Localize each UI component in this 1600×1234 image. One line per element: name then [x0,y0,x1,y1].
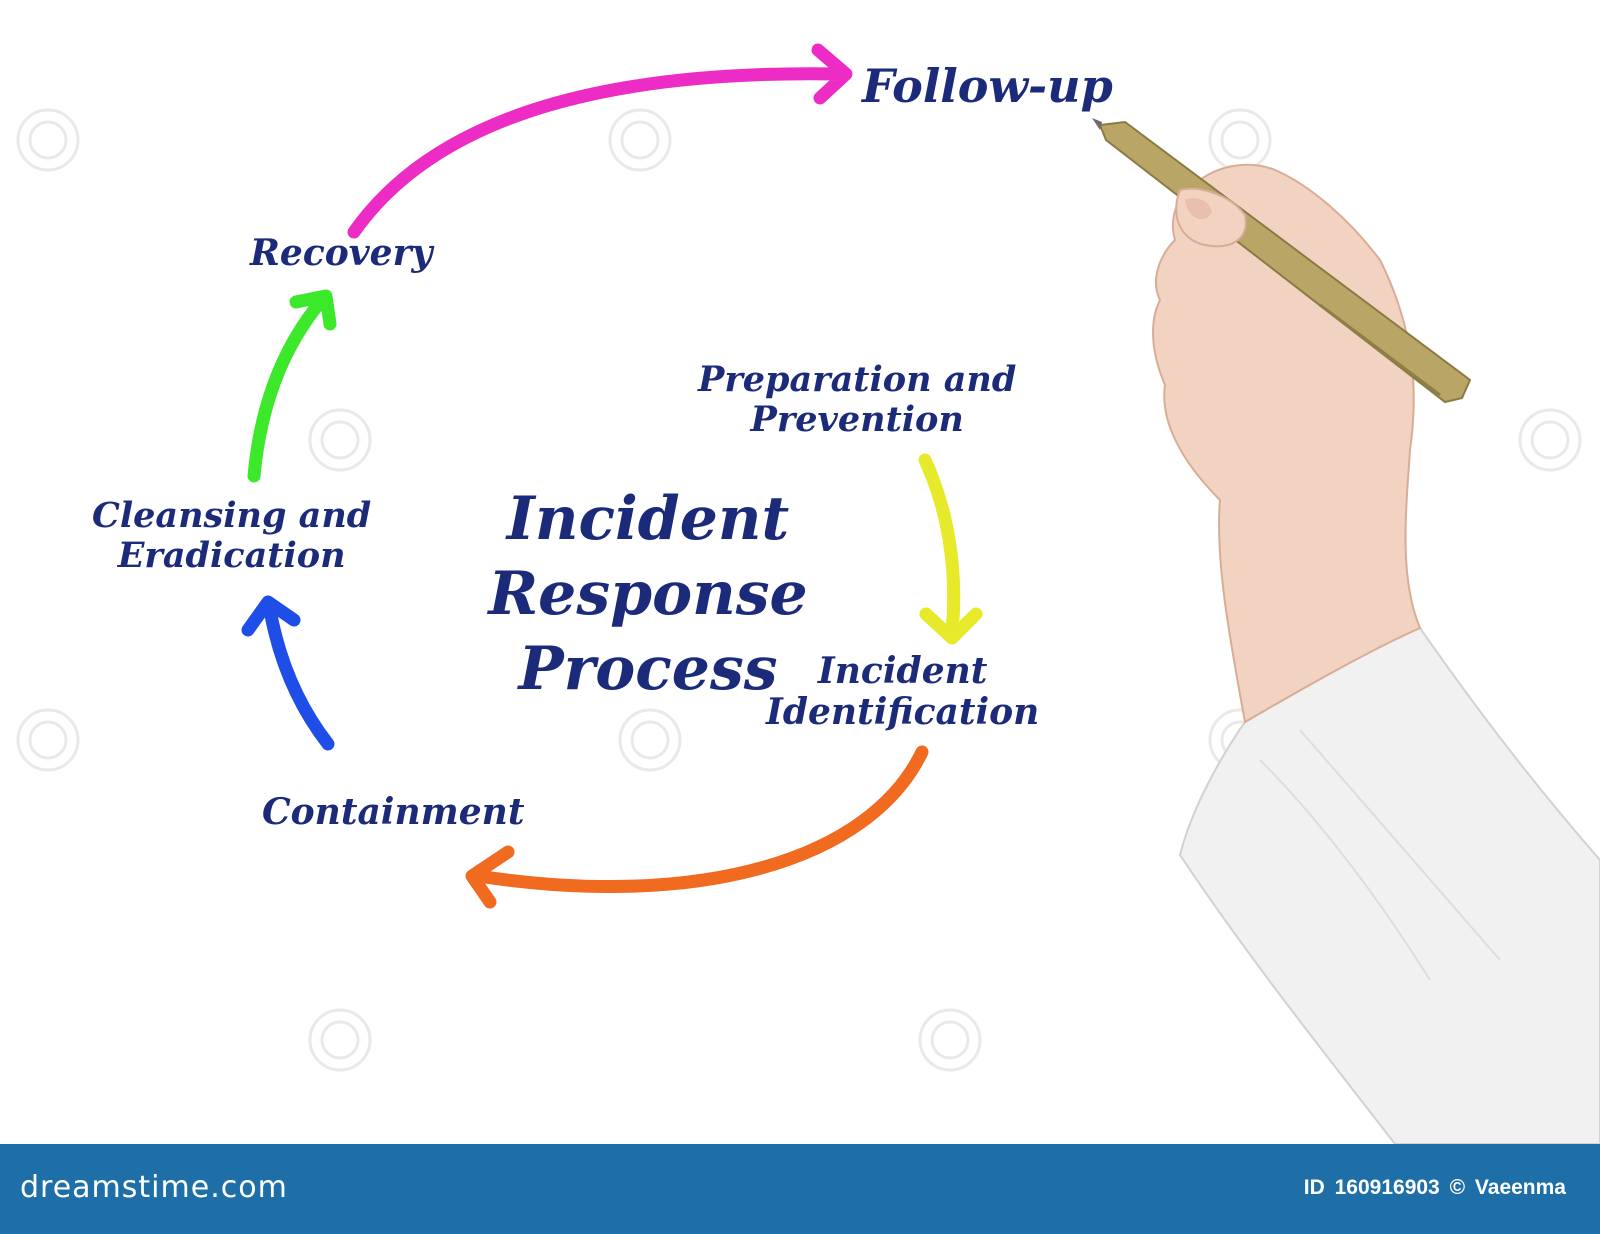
step-preparation: Preparation and Prevention [698,359,1017,441]
diagram-canvas: Follow-up Recovery Preparation and Preve… [16,43,1600,1144]
step-recovery: Recovery [250,232,433,274]
arrow-preparation-to-identification [918,453,983,645]
step-followup-label: Follow-up [862,59,1113,113]
step-containment-label: Containment [262,791,525,833]
title-line-2: Response [488,559,808,629]
footer-id-value: 160916903 [1334,1176,1440,1199]
cycle-arrows [241,43,983,909]
step-preparation-line-1: Preparation and [698,359,1017,400]
step-identification-line-2: Identification [766,691,1040,734]
step-identification-line-1: Incident [817,650,988,692]
title-line-3: Process [518,634,778,704]
watermark-swirls [16,108,1582,1072]
arrow-recovery-to-followup [347,43,853,239]
step-followup: Follow-up [862,60,1113,113]
diagram-title: Incident Response Process [458,482,838,707]
step-containment: Containment [262,791,525,833]
footer-bar: dreamstime.com ID 160916903 © Vaeenma [0,1144,1600,1234]
hand-with-pen-illustration [1092,118,1600,1144]
footer-brand: dreamstime.com [20,1170,288,1205]
step-recovery-label: Recovery [250,232,433,274]
step-preparation-line-2: Prevention [750,399,964,441]
step-identification: Incident Identification [766,650,1040,734]
title-line-1: Incident [506,484,790,554]
step-cleansing-line-1: Cleansing and [92,495,372,536]
step-cleansing-line-2: Eradication [117,535,346,577]
copyright-icon: © [1449,1176,1466,1199]
footer-author: Vaeenma [1474,1176,1566,1199]
step-cleansing: Cleansing and Eradication [92,495,372,577]
arrow-cleansing-to-recovery [247,289,337,483]
footer-id-label: ID [1303,1176,1325,1199]
arrow-containment-to-cleansing [241,595,335,751]
footer-credit: ID 160916903 © Vaeenma [1304,1176,1570,1200]
arrow-identification-to-containment [465,745,929,909]
